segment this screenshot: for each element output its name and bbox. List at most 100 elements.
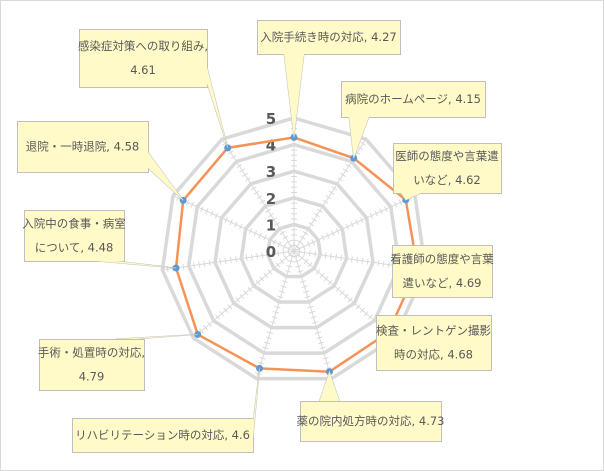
- callout-box: [257, 20, 401, 55]
- minor-tick: [345, 163, 352, 169]
- minor-tick: [304, 295, 311, 299]
- minor-tick: [319, 272, 325, 278]
- minor-tick: [258, 361, 265, 365]
- minor-tick: [266, 331, 274, 334]
- minor-tick: [302, 290, 310, 294]
- minor-tick: [360, 217, 364, 223]
- minor-tick: [267, 269, 273, 275]
- minor-tick: [360, 307, 365, 313]
- minor-tick: [258, 232, 262, 239]
- minor-tick: [326, 232, 330, 239]
- minor-tick: [262, 346, 269, 350]
- minor-tick: [223, 307, 228, 313]
- minor-tick: [366, 258, 369, 265]
- data-label-text: リハビリテーション時の対応, 4.6: [75, 428, 250, 442]
- minor-tick: [207, 321, 212, 327]
- data-label-text: 病院のホームページ, 4.15: [345, 92, 481, 106]
- minor-tick: [283, 255, 289, 261]
- minor-tick: [282, 243, 287, 250]
- minor-tick: [277, 241, 282, 248]
- minor-tick: [323, 276, 329, 282]
- minor-tick: [185, 199, 190, 206]
- minor-tick: [274, 305, 281, 309]
- spoke-line: [193, 250, 295, 339]
- minor-tick: [328, 190, 335, 195]
- callout-box: [72, 418, 254, 453]
- minor-tick: [319, 346, 326, 350]
- data-label-callout: 退院・一時退院, 4.58: [17, 121, 184, 201]
- minor-tick: [337, 177, 343, 182]
- callout-pointer-fill: [284, 54, 304, 138]
- minor-tick: [245, 177, 251, 182]
- minor-tick: [245, 254, 248, 261]
- minor-tick: [306, 241, 311, 248]
- minor-tick: [255, 279, 261, 285]
- minor-tick: [227, 150, 234, 155]
- spoke-line: [256, 250, 295, 379]
- minor-tick: [340, 254, 343, 261]
- minor-tick: [278, 290, 286, 294]
- minor-tick: [350, 221, 354, 228]
- spoke-line: [293, 250, 332, 379]
- data-label-callout: 感染症対策への取り組み, 4.61: [78, 29, 229, 148]
- minor-tick: [210, 210, 214, 217]
- minor-tick: [327, 279, 333, 285]
- minor-tick: [355, 219, 359, 226]
- data-label-text: 感染症対策への取り組み,: [78, 39, 208, 53]
- minor-tick: [236, 163, 243, 169]
- callout-box: [393, 143, 502, 194]
- minor-tick: [360, 141, 366, 146]
- minor-tick: [235, 256, 237, 263]
- callout-pointer-fill: [116, 334, 198, 339]
- minor-tick: [284, 270, 292, 273]
- minor-tick: [377, 260, 380, 267]
- minor-tick: [347, 297, 353, 303]
- minor-tick: [224, 257, 227, 264]
- minor-tick: [239, 168, 246, 173]
- data-label-callout: 入院手続き時の対応, 4.27: [257, 20, 401, 138]
- minor-tick: [199, 328, 204, 334]
- minor-tick: [311, 239, 316, 246]
- minor-tick: [299, 235, 306, 240]
- minor-tick: [272, 250, 274, 258]
- minor-tick: [219, 258, 222, 265]
- minor-tick: [268, 213, 274, 218]
- grid-ring-4: [186, 142, 402, 355]
- minor-tick: [287, 259, 295, 263]
- minor-tick: [342, 168, 349, 173]
- data-label-text: 4.61: [130, 63, 156, 77]
- spoke-line: [221, 138, 295, 252]
- minor-tick: [215, 314, 220, 320]
- minor-tick: [308, 310, 316, 314]
- minor-tick: [299, 280, 307, 283]
- minor-tick: [203, 260, 206, 267]
- minor-tick: [253, 230, 257, 237]
- minor-tick: [239, 293, 245, 299]
- spoke-line: [293, 195, 416, 252]
- minor-tick: [382, 260, 385, 267]
- callout-pointer-fill: [148, 152, 184, 201]
- minor-tick: [295, 264, 302, 268]
- minor-tick: [250, 186, 257, 191]
- minor-tick: [302, 231, 309, 236]
- minor-tick: [286, 264, 293, 268]
- data-label-text: いなど, 4.62: [413, 173, 480, 187]
- minor-tick: [331, 186, 338, 191]
- minor-tick: [364, 311, 369, 317]
- minor-tick: [316, 336, 323, 340]
- minor-tick: [296, 270, 304, 273]
- minor-tick: [311, 217, 317, 222]
- minor-tick: [190, 201, 195, 208]
- axis-tick-label: 4: [266, 137, 276, 155]
- minor-tick: [343, 293, 349, 299]
- minor-tick: [355, 304, 361, 310]
- minor-tick: [282, 249, 285, 256]
- minor-tick: [242, 172, 248, 177]
- minor-tick: [335, 286, 341, 292]
- minor-tick: [248, 228, 253, 235]
- minor-tick: [250, 254, 253, 261]
- minor-tick: [234, 221, 238, 228]
- callout-box: [392, 245, 493, 298]
- minor-tick: [335, 254, 338, 261]
- minor-tick: [282, 235, 289, 240]
